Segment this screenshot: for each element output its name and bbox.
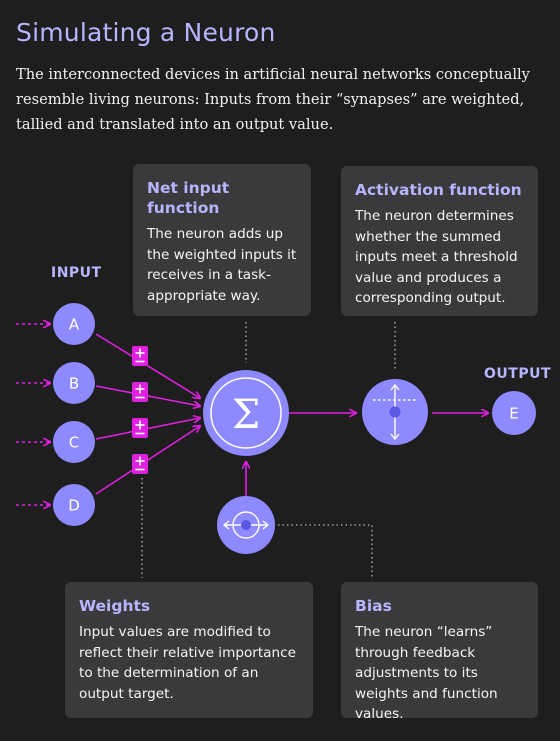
sigma-symbol: Σ: [232, 392, 260, 438]
input-node-d-label: D: [68, 497, 80, 515]
net-input-box: Net input function The neuron adds up th…: [133, 164, 311, 316]
net-input-title: Net input function: [147, 179, 230, 217]
activation-text: The neuron determines whether the summed…: [355, 208, 518, 306]
output-label: OUTPUT: [484, 366, 551, 382]
bias-box: Bias The neuron “learns” through feedbac…: [341, 582, 538, 722]
bias-title: Bias: [355, 597, 392, 615]
bias-node: [217, 496, 275, 554]
weight-badge-d: [132, 454, 148, 474]
weight-badge-c: [132, 418, 148, 438]
activation-box: Activation function The neuron determine…: [341, 166, 538, 316]
leader-lines: [141, 322, 396, 578]
input-label: INPUT: [51, 265, 102, 281]
weight-badge-b: [132, 382, 148, 402]
input-node-b: B: [53, 362, 95, 404]
bias-leader: [278, 524, 373, 578]
weights-box: Weights Input values are modified to ref…: [65, 582, 313, 718]
weights-text: Input values are modified to reflect the…: [79, 624, 296, 702]
activation-title: Activation function: [355, 181, 522, 199]
weight-line-a: [95, 333, 200, 398]
input-node-c-label: C: [69, 434, 79, 452]
weights-title: Weights: [79, 597, 151, 615]
activation-node: [362, 379, 428, 445]
input-node-b-label: B: [69, 375, 79, 393]
input-node-a: A: [53, 303, 95, 345]
intro-text: The interconnected devices in artificial…: [16, 66, 530, 133]
weight-badge-a: [132, 346, 148, 366]
bias-text: The neuron “learns” through feedback adj…: [355, 624, 498, 722]
page-title: Simulating a Neuron: [16, 18, 276, 47]
output-node-e: E: [492, 391, 536, 435]
input-node-a-label: A: [69, 316, 80, 334]
input-node-c: C: [53, 421, 95, 463]
input-node-d: D: [53, 484, 95, 526]
net-input-text: The neuron adds up the weighted inputs i…: [147, 226, 297, 304]
sum-node: Σ: [203, 370, 289, 456]
output-node-e-label: E: [509, 405, 518, 423]
weight-badges: [132, 346, 148, 474]
